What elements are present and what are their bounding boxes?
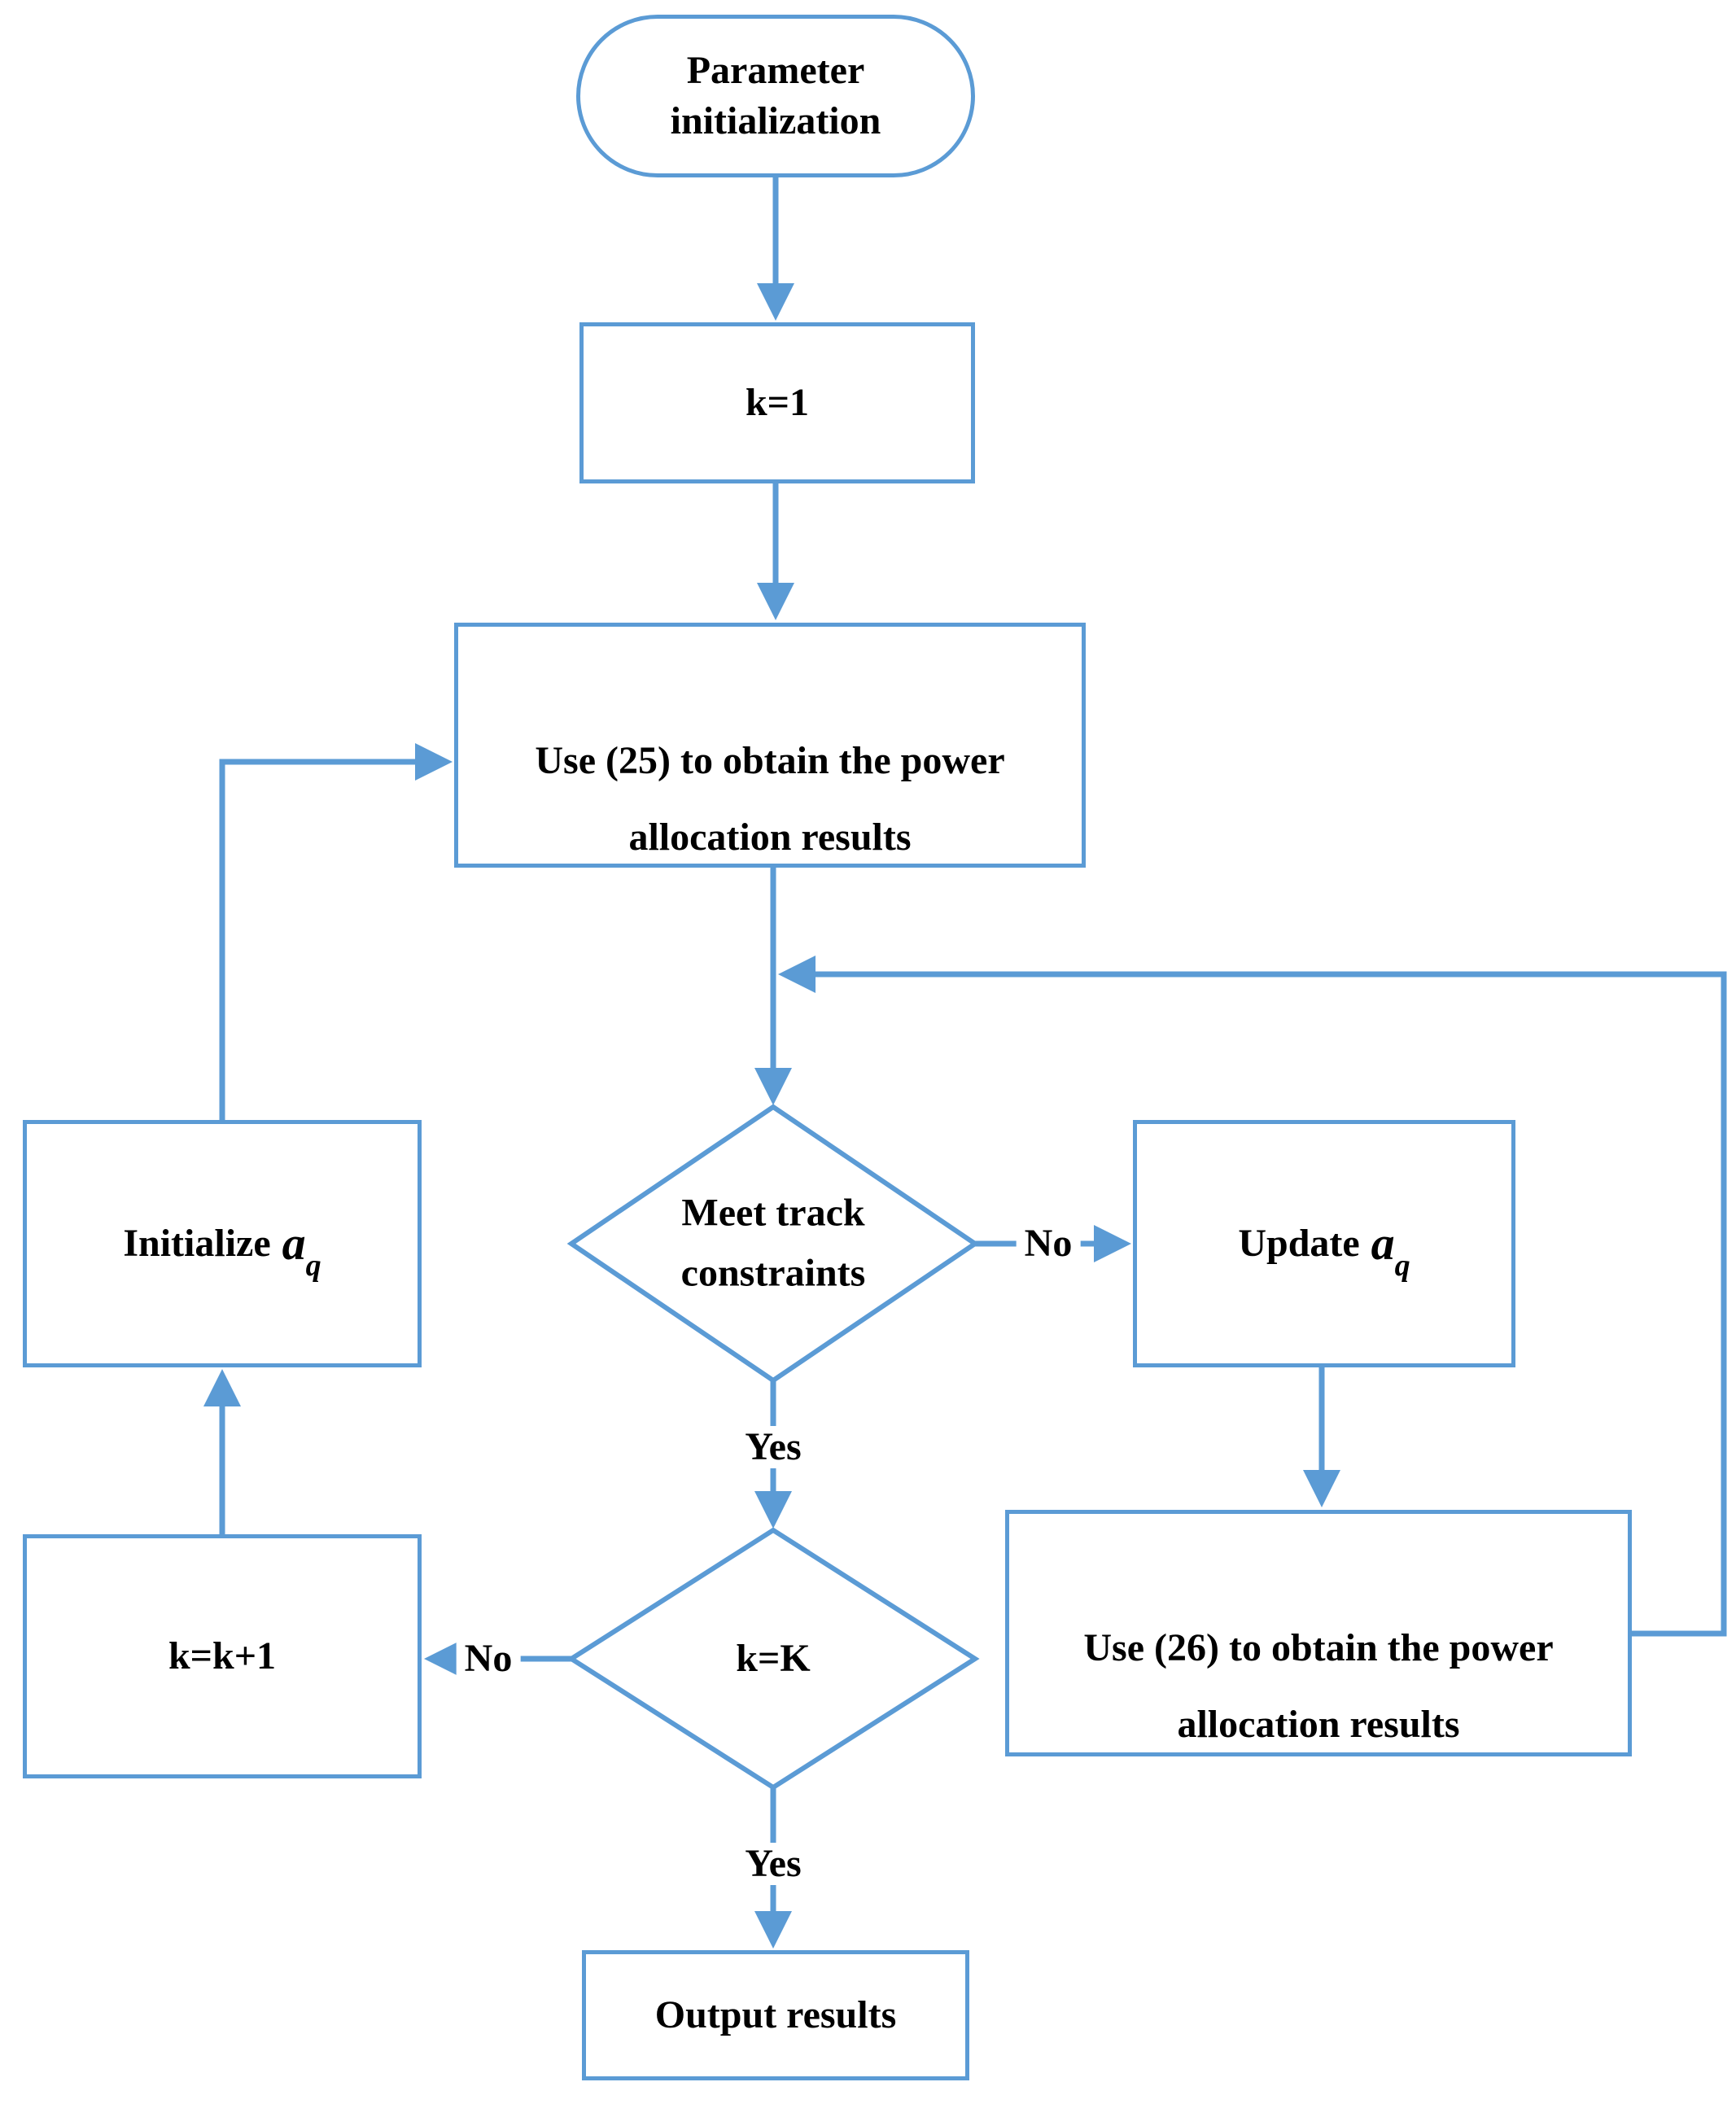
- node-parameter-initialization-label: Parameter initialization: [670, 48, 881, 142]
- arrowhead-kk1-to-initialize: [203, 1369, 241, 1406]
- node-parameter-initialization: Parameter initialization: [576, 15, 975, 177]
- node-k-increment-label: k=k+1: [168, 1634, 277, 1678]
- node-output-results-label: Output results: [654, 1993, 897, 2037]
- math-a-symbol: a: [282, 1216, 306, 1270]
- arrowhead-feedback-left: [778, 956, 816, 993]
- arrowhead-kK-yes: [754, 1911, 792, 1949]
- math-q-subscript: q: [305, 1248, 321, 1283]
- node-use-25-power-allocation: Use (25) to obtain the power allocation …: [454, 623, 1086, 868]
- math-q-subscript: q: [1394, 1248, 1410, 1283]
- node-output-results: Output results: [582, 1950, 969, 2080]
- edge-initialize-loop: [219, 759, 417, 1120]
- node-use-25-label: Use (25) to obtain the power allocation …: [535, 739, 1005, 859]
- node-k-equals-1-label: k=1: [745, 381, 810, 425]
- decision-meet-track-label: Meet track constraints: [680, 1191, 866, 1295]
- node-update-aq: Update aq: [1133, 1120, 1515, 1367]
- arrowhead-k1-to-use25: [757, 583, 794, 620]
- decision-meet-track-constraints: [566, 1104, 980, 1384]
- edge-label-no-meet-track: No: [1016, 1223, 1081, 1265]
- decision-k-equals-K: [566, 1527, 980, 1791]
- node-k-increment: k=k+1: [23, 1534, 422, 1778]
- node-use-26-power-allocation: Use (26) to obtain the power allocation …: [1005, 1510, 1632, 1756]
- math-a-sub-q: aq: [1371, 1209, 1410, 1281]
- math-a-symbol: a: [1371, 1216, 1395, 1270]
- edge-label-no-k-equals-K: No: [456, 1638, 521, 1680]
- arrowhead-kK-no: [424, 1640, 461, 1678]
- arrowhead-initialize-loop: [415, 743, 453, 781]
- decision-k-equals-K-label: k=K: [736, 1636, 811, 1680]
- arrowhead-start-to-k1: [757, 283, 794, 321]
- arrowhead-meettrack-no: [1094, 1225, 1131, 1262]
- node-use-26-label: Use (26) to obtain the power allocation …: [1083, 1626, 1554, 1746]
- edge-label-yes-k-equals-K: Yes: [737, 1843, 810, 1885]
- node-update-aq-label: Update: [1238, 1222, 1360, 1266]
- node-initialize-aq-label: Initialize: [123, 1222, 271, 1266]
- arrowhead-update-to-use26: [1303, 1470, 1340, 1507]
- node-k-equals-1: k=1: [579, 322, 975, 483]
- math-a-sub-q: aq: [282, 1209, 321, 1281]
- node-initialize-aq: Initialize aq: [23, 1120, 422, 1367]
- edge-label-yes-meet-track: Yes: [737, 1426, 810, 1468]
- edge-use26-feedback-loop: [816, 971, 1727, 1637]
- arrowhead-use25-to-meettrack: [754, 1068, 792, 1105]
- arrowhead-meettrack-yes: [754, 1491, 792, 1529]
